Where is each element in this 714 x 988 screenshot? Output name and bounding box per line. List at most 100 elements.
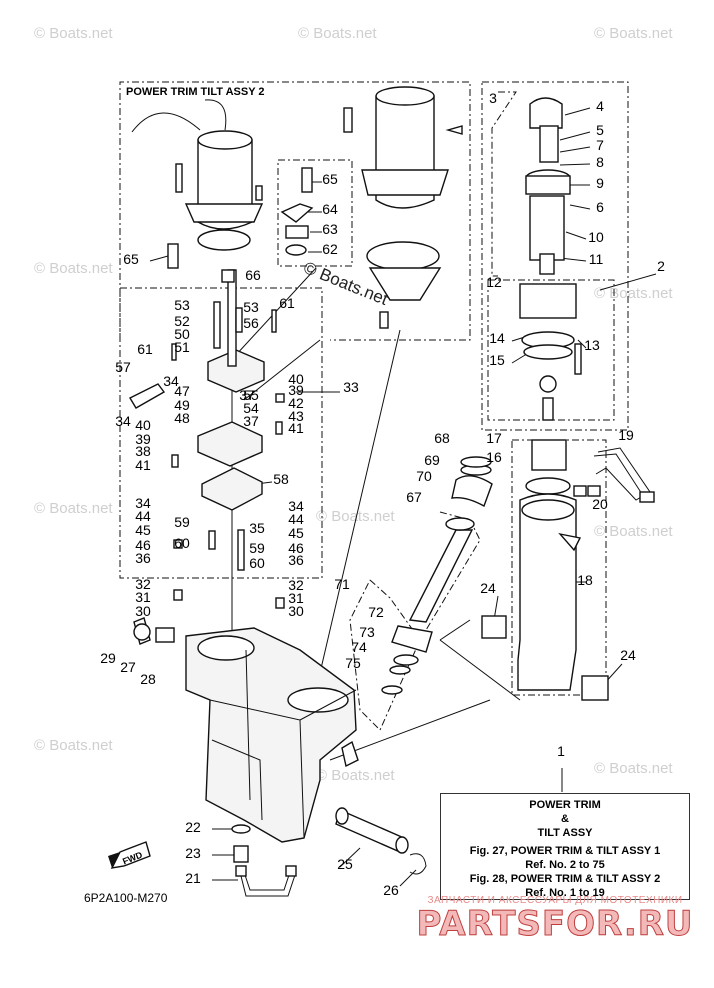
callout-6: 6 [596, 199, 604, 215]
callout-57: 57 [115, 359, 131, 375]
watermark-text: © Boats.net [594, 285, 673, 302]
callout-29: 29 [100, 650, 116, 666]
callout-68: 68 [434, 430, 450, 446]
callout-32: 32 [135, 576, 151, 592]
callout-48: 48 [174, 410, 190, 426]
callout-62: 62 [322, 241, 338, 257]
callout-56: 56 [243, 315, 259, 331]
callout-16: 16 [486, 449, 502, 465]
callout-30: 30 [135, 603, 151, 619]
info-line: Ref. No. 2 to 75 [525, 859, 605, 871]
watermark-text: © Boats.net [594, 760, 673, 777]
callout-69: 69 [424, 452, 440, 468]
watermark-text: © Boats.net [34, 260, 113, 277]
logo-wordmark: PARTSFOR.RU [416, 904, 694, 944]
callout-5: 5 [596, 122, 604, 138]
callout-50: 50 [174, 326, 190, 342]
callout-36: 36 [288, 552, 304, 568]
callout-58: 58 [273, 471, 289, 487]
callout-33: 33 [343, 379, 359, 395]
callout-52: 52 [174, 313, 190, 329]
callout-41: 41 [135, 457, 151, 473]
callout-42: 42 [288, 395, 304, 411]
callout-34: 34 [163, 373, 179, 389]
callout-46: 46 [135, 537, 151, 553]
callout-40: 40 [288, 371, 304, 387]
callout-41: 41 [288, 420, 304, 436]
callout-34: 34 [288, 498, 304, 514]
callout-12: 12 [486, 274, 502, 290]
pump-motor-assy-1 [131, 99, 264, 251]
callout-11: 11 [589, 251, 604, 267]
callout-55: 55 [243, 387, 259, 403]
info-line: Fig. 28, POWER TRIM & TILT ASSY 2 [469, 873, 661, 885]
callout-20: 20 [592, 496, 608, 512]
callout-59: 59 [249, 540, 265, 556]
watermark-layer: © Boats.net © Boats.net © Boats.net © Bo… [34, 25, 673, 784]
callout-51: 51 [174, 339, 190, 355]
callout-23: 23 [185, 845, 201, 861]
callout-44: 44 [135, 508, 151, 524]
watermark-text: © Boats.net [34, 500, 113, 517]
callout-47: 47 [174, 383, 190, 399]
callout-49: 49 [174, 397, 190, 413]
callout-45: 45 [135, 522, 151, 538]
callout-22: 22 [185, 819, 201, 835]
callout-21: 21 [185, 870, 201, 886]
bracket-body [133, 617, 427, 897]
watermark-text: © Boats.net [316, 508, 395, 525]
callout-15: 15 [489, 352, 505, 368]
callout-19: 19 [618, 427, 634, 443]
callout-44: 44 [288, 511, 304, 527]
callout-61: 61 [137, 341, 153, 357]
callout-4: 4 [596, 98, 604, 114]
callout-45: 45 [288, 525, 304, 541]
pump-motor-assy-2 [343, 86, 463, 329]
callout-64: 64 [322, 201, 338, 217]
watermark-text: © Boats.net [34, 737, 113, 754]
callout-35: 35 [249, 520, 265, 536]
info-line: Ref. No. 1 to 19 [525, 887, 605, 899]
callout-60: 60 [249, 555, 265, 571]
callout-75: 75 [345, 655, 361, 671]
fwd-arrow-icon: FWD [108, 841, 151, 869]
callout-67: 67 [406, 489, 422, 505]
diagram-code: 6P2A100-M270 [84, 891, 168, 905]
callout-54: 54 [243, 400, 259, 416]
callout-18: 18 [577, 572, 593, 588]
callout-71: 71 [334, 576, 350, 592]
group-title: POWER TRIM TILT ASSY 2 [126, 86, 265, 98]
callout-60: 60 [174, 535, 190, 551]
info-line: Fig. 27, POWER TRIM & TILT ASSY 1 [469, 845, 661, 857]
callout-24: 24 [620, 647, 636, 663]
watermark-text: © Boats.net [594, 25, 673, 42]
callout-10: 10 [588, 229, 604, 245]
callout-73: 73 [359, 624, 375, 640]
callout-36: 36 [135, 550, 151, 566]
callout-40: 40 [135, 417, 151, 433]
watermark-text: © Boats.net [316, 767, 395, 784]
callout-26: 26 [383, 882, 399, 898]
callout-38: 38 [135, 443, 151, 459]
callout-25: 25 [337, 856, 353, 872]
callout-53: 53 [243, 299, 259, 315]
callout-74: 74 [351, 639, 367, 655]
callout-17: 17 [486, 430, 502, 446]
callout-61: 61 [279, 295, 295, 311]
callout-24: 24 [480, 580, 496, 596]
callout-30: 30 [288, 603, 304, 619]
info-line: & [561, 813, 569, 825]
callout-1: 1 [557, 743, 565, 759]
callout-7: 7 [596, 137, 604, 153]
partsfor-logo[interactable]: ЗАПЧАСТИ И АКСЕССУАРЫ ДЛЯ МОТОТЕХНИКИ PA… [405, 895, 705, 944]
valve-stack [129, 269, 285, 609]
callout-28: 28 [140, 671, 156, 687]
info-line: POWER TRIM [529, 799, 601, 811]
watermark-text: © Boats.net [594, 523, 673, 540]
callout-63: 63 [322, 221, 338, 237]
callout-37: 37 [239, 387, 255, 403]
callout-3: 3 [489, 90, 497, 106]
callout-72: 72 [368, 604, 384, 620]
